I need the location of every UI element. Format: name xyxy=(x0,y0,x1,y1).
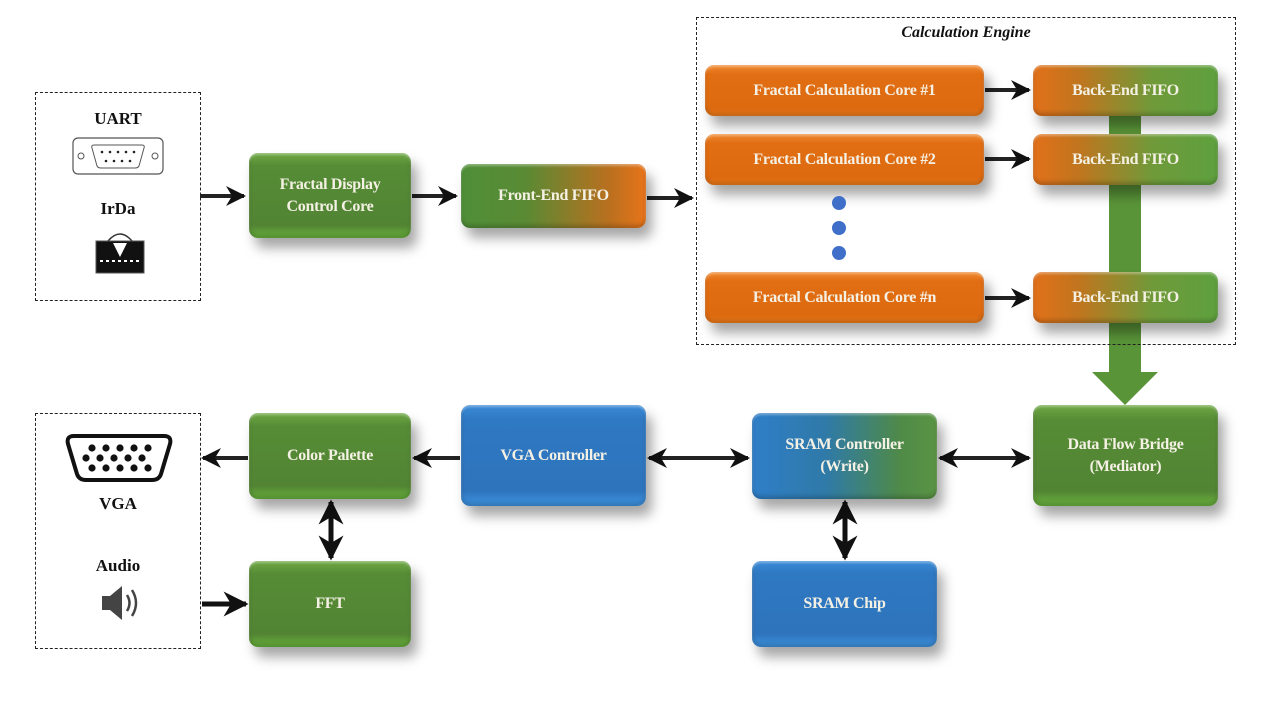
sram-chip-label: SRAM Chip xyxy=(803,595,886,612)
back-end-fifo-n-label: Back-End FIFO xyxy=(1072,288,1179,306)
serial-port-icon xyxy=(72,137,164,175)
core-2-label: Fractal Calculation Core #2 xyxy=(753,150,936,168)
sram-controller-sublabel: (Write) xyxy=(820,458,869,475)
core-n-label: Fractal Calculation Core #n xyxy=(752,288,937,306)
fifo-merge-down-arrow xyxy=(1092,112,1158,405)
back-end-fifo-n[interactable]: Back-End FIFO xyxy=(1033,272,1218,323)
data-flow-bridge-label: Data Flow Bridge xyxy=(1067,435,1184,453)
output-io-box: VGA Audio xyxy=(35,413,201,649)
color-palette-label: Color Palette xyxy=(287,447,373,464)
color-palette-block[interactable]: Color Palette xyxy=(249,413,411,499)
data-flow-bridge-block[interactable]: Data Flow Bridge (Mediator) xyxy=(1033,405,1218,506)
uart-label: UART xyxy=(94,109,142,128)
vga-controller-label: VGA Controller xyxy=(500,446,607,464)
ellipsis-dot-1 xyxy=(832,196,846,210)
ellipsis-dot-2 xyxy=(832,221,846,235)
fractal-display-control-core-block[interactable]: Fractal Display Control Core xyxy=(249,153,411,238)
data-flow-bridge-sublabel: (Mediator) xyxy=(1089,457,1162,475)
sram-chip-block[interactable]: SRAM Chip xyxy=(752,561,937,647)
back-end-fifo-1-label: Back-End FIFO xyxy=(1072,81,1179,99)
input-io-box: UART IrDa xyxy=(35,92,201,301)
front-end-fifo-label: Front-End FIFO xyxy=(498,187,609,204)
audio-label: Audio xyxy=(95,556,141,575)
back-end-fifo-1[interactable]: Back-End FIFO xyxy=(1033,65,1218,116)
ellipsis-dot-3 xyxy=(832,246,846,260)
vga-controller-block[interactable]: VGA Controller xyxy=(461,405,646,506)
fft-label: FFT xyxy=(315,595,345,612)
irda-icon xyxy=(95,233,145,274)
sram-controller-block[interactable]: SRAM Controller (Write) xyxy=(752,413,937,499)
back-end-fifo-2[interactable]: Back-End FIFO xyxy=(1033,134,1218,185)
front-end-fifo-block[interactable]: Front-End FIFO xyxy=(461,164,646,228)
vga-label: VGA xyxy=(99,494,137,513)
fft-block[interactable]: FFT xyxy=(249,561,411,647)
speaker-icon xyxy=(102,586,138,620)
irda-label: IrDa xyxy=(100,199,136,218)
calculation-engine-title: Calculation Engine xyxy=(901,24,1031,41)
fractal-display-control-core-label: Fractal Display Control Core xyxy=(279,175,381,215)
calculation-engine-box: Calculation Engine xyxy=(696,17,1236,345)
fractal-calculation-core-1[interactable]: Fractal Calculation Core #1 xyxy=(705,65,984,116)
core-1-label: Fractal Calculation Core #1 xyxy=(753,81,936,99)
fractal-calculation-core-2[interactable]: Fractal Calculation Core #2 xyxy=(705,134,984,185)
back-end-fifo-2-label: Back-End FIFO xyxy=(1072,150,1179,168)
vga-port-icon xyxy=(65,434,173,482)
fractal-calculation-core-n[interactable]: Fractal Calculation Core #n xyxy=(705,272,984,323)
sram-controller-label: SRAM Controller xyxy=(785,436,904,453)
